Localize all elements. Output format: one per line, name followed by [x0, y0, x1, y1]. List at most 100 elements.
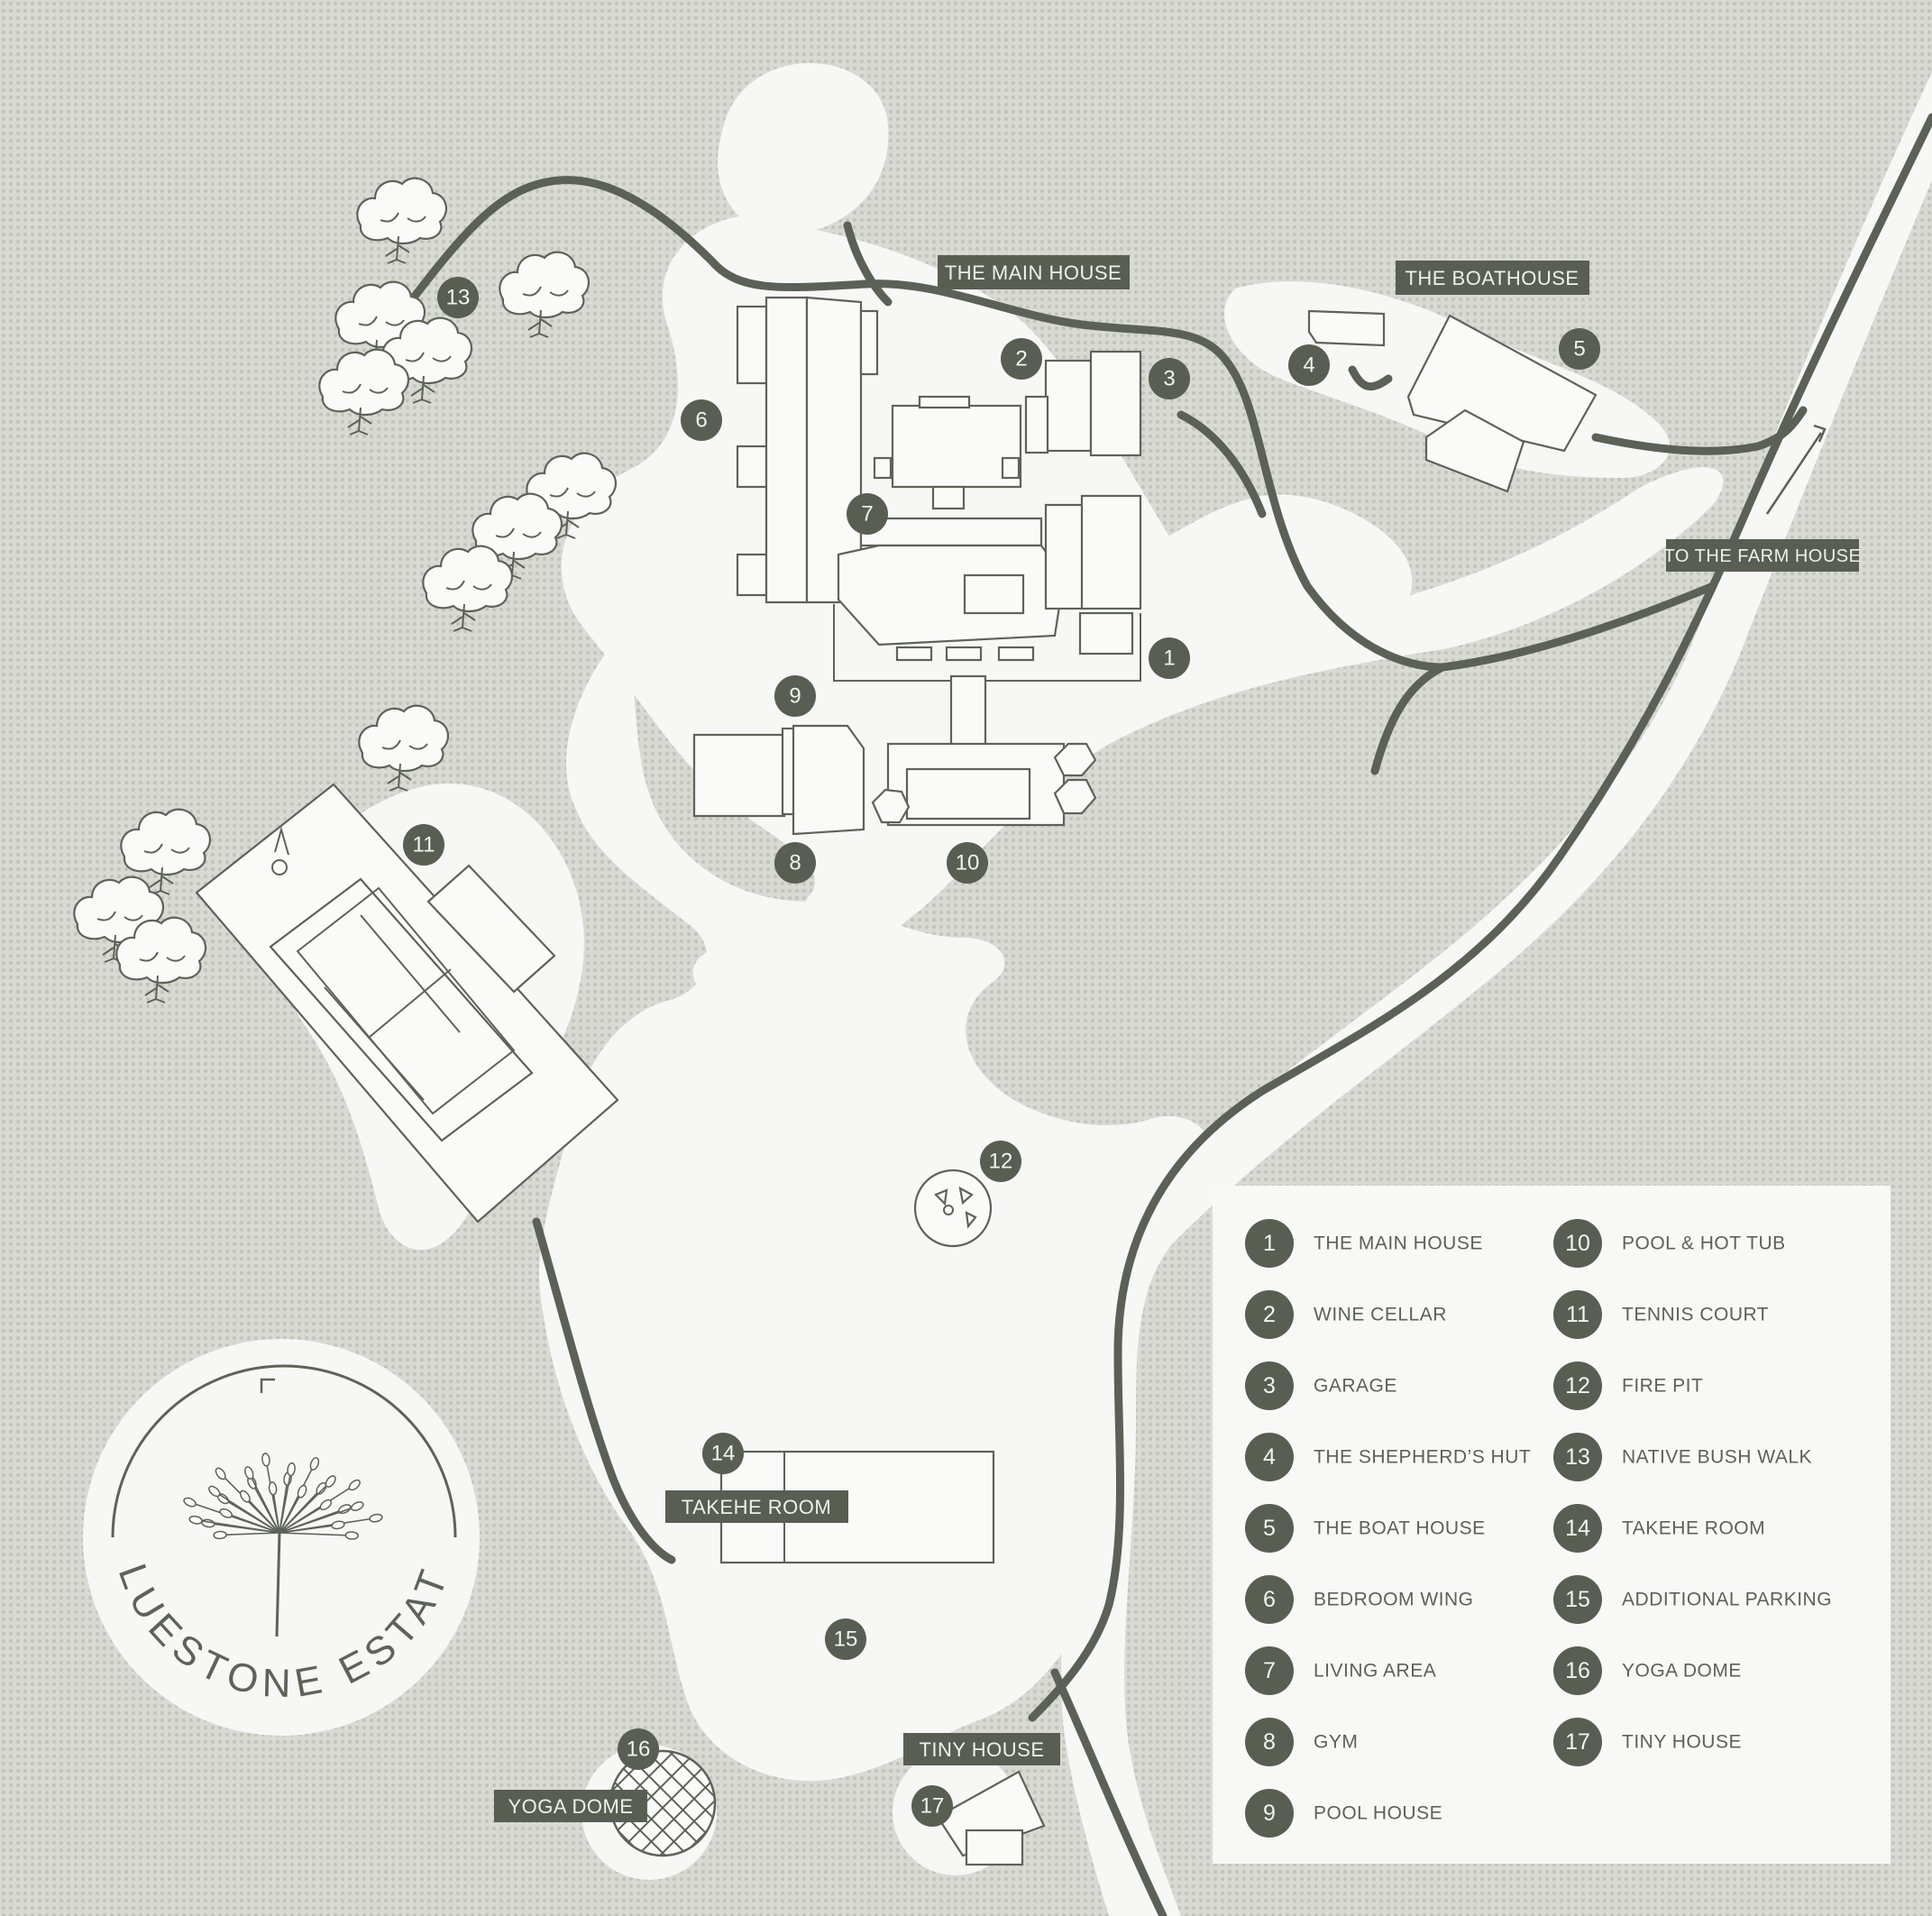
tree-icon	[120, 808, 212, 895]
petal-stem	[244, 1496, 280, 1534]
map-marker-14[interactable]: 14	[702, 1433, 744, 1474]
map-label-yoga-dome: YOGA DOME	[494, 1790, 647, 1822]
legend-number: 15	[1565, 1587, 1590, 1612]
marker-circle	[774, 842, 816, 884]
petal	[215, 1467, 226, 1481]
petal	[239, 1490, 251, 1503]
marker-number: 9	[789, 684, 801, 709]
marker-number: 11	[413, 833, 435, 857]
tiny-house-building	[936, 1770, 1046, 1866]
map-marker-6[interactable]: 6	[681, 399, 722, 441]
map-marker-5[interactable]: 5	[1559, 328, 1600, 370]
petal	[350, 1501, 364, 1511]
legend-marker	[1553, 1504, 1602, 1553]
petal-stem	[279, 1505, 358, 1534]
marker-circle	[947, 842, 988, 884]
map-marker-2[interactable]: 2	[1001, 338, 1042, 380]
map-marker-15[interactable]: 15	[825, 1618, 866, 1660]
map-marker-16[interactable]: 16	[618, 1728, 659, 1770]
marker-number: 7	[861, 502, 873, 527]
map-label-tiny-house: TINY HOUSE	[903, 1733, 1060, 1765]
map-marker-17[interactable]: 17	[911, 1785, 953, 1827]
legend-marker	[1245, 1718, 1294, 1766]
tree-icon	[356, 177, 448, 264]
legend-label: TENNIS COURT	[1622, 1305, 1769, 1325]
tree-icon	[358, 704, 450, 792]
legend-item-9[interactable]: 9 POOL HOUSE	[1245, 1789, 1442, 1838]
tree-icon	[318, 348, 410, 435]
petal	[208, 1485, 221, 1498]
marker-circle	[980, 1141, 1021, 1182]
legend-number: 10	[1565, 1231, 1590, 1256]
legend-item-13[interactable]: 13 NATIVE BUSH WALK	[1553, 1433, 1812, 1481]
legend-number: 6	[1263, 1587, 1276, 1612]
legend-item-3[interactable]: 3 GARAGE	[1245, 1361, 1397, 1410]
legend-number: 13	[1565, 1444, 1590, 1470]
legend-number: 12	[1565, 1373, 1590, 1398]
fire-pit	[913, 1169, 993, 1248]
roads	[406, 113, 1932, 1916]
farm-house-arrow-icon	[1765, 424, 1827, 515]
map-marker-11[interactable]: 11	[403, 824, 444, 866]
marker-circle	[681, 399, 722, 441]
marker-circle	[403, 824, 444, 866]
map-label-farm-house[interactable]: TO THE FARM HOUSE	[1664, 539, 1862, 572]
marker-number: 15	[834, 1627, 858, 1652]
petal-stem	[248, 1472, 280, 1534]
map-marker-8[interactable]: 8	[774, 842, 816, 884]
map-label-main-house: THE MAIN HOUSE	[938, 255, 1130, 289]
petal-stem	[279, 1469, 292, 1534]
map-marker-10[interactable]: 10	[947, 842, 988, 884]
map-label-takehe-room: TAKEHE ROOM	[665, 1490, 848, 1523]
petal-stem	[225, 1512, 280, 1534]
marker-number: 16	[627, 1737, 651, 1762]
petal-stem	[214, 1490, 280, 1534]
svg-text:THE BOATHOUSE: THE BOATHOUSE	[1405, 267, 1579, 289]
legend-label: YOGA DOME	[1622, 1661, 1742, 1682]
main-house-buildings	[692, 296, 1142, 836]
legend-number: 14	[1565, 1516, 1590, 1541]
legend-label: NATIVE BUSH WALK	[1622, 1447, 1812, 1468]
marker-number: 1	[1163, 646, 1175, 671]
svg-text:TINY HOUSE: TINY HOUSE	[919, 1738, 1044, 1761]
petal	[369, 1513, 383, 1523]
marker-circle	[1559, 328, 1600, 370]
legend-label: POOL HOUSE	[1314, 1803, 1442, 1824]
marker-number: 13	[446, 286, 471, 310]
petal-stem	[279, 1504, 326, 1534]
map-marker-9[interactable]: 9	[774, 675, 816, 717]
petal-stem	[195, 1518, 280, 1534]
legend-number: 3	[1263, 1373, 1276, 1398]
map-marker-3[interactable]: 3	[1149, 358, 1190, 399]
petal	[183, 1497, 197, 1508]
legend-number: 9	[1263, 1801, 1276, 1826]
map-marker-12[interactable]: 12	[980, 1141, 1021, 1182]
marker-circle	[847, 493, 888, 535]
legend-label: GARAGE	[1314, 1376, 1397, 1397]
marker-number: 4	[1303, 353, 1314, 378]
marker-circle	[1149, 637, 1190, 679]
map-marker-4[interactable]: 4	[1288, 344, 1330, 386]
map-marker-1[interactable]: 1	[1149, 637, 1190, 679]
petal-stem	[279, 1490, 303, 1534]
map-marker-7[interactable]: 7	[847, 493, 888, 535]
tree-icon	[115, 916, 207, 1004]
map-marker-13[interactable]: 13	[437, 277, 479, 318]
marker-circle	[702, 1433, 744, 1474]
petal	[344, 1531, 360, 1540]
